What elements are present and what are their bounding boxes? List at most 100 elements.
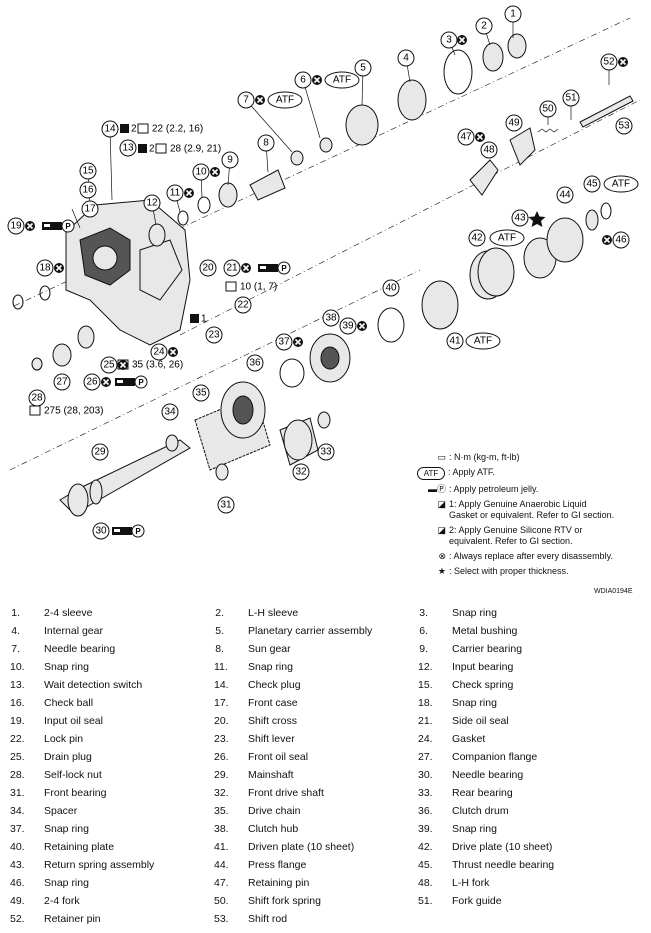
svg-text:28 (2.9, 21): 28 (2.9, 21): [170, 144, 221, 155]
sealant-1-icon: ◪: [437, 499, 446, 509]
part-name: Retaining pin: [248, 877, 310, 889]
svg-text:50: 50: [542, 104, 554, 115]
callout-40: 40: [382, 279, 400, 297]
svg-text:18: 18: [39, 263, 51, 274]
callout-33: 33: [317, 443, 335, 461]
part-name: Companion flange: [452, 751, 538, 763]
part-number: 10.: [10, 661, 25, 673]
part-number: 30.: [418, 769, 433, 781]
svg-text:1: 1: [510, 9, 516, 20]
atf-oval-45: ATF: [603, 175, 639, 193]
part-name: L-H sleeve: [248, 607, 299, 619]
svg-text:1: 1: [201, 314, 207, 325]
svg-text:38: 38: [325, 313, 337, 324]
callout-8: 8: [257, 134, 275, 152]
part-number: 28.: [10, 769, 25, 781]
legend-star: : Select with proper thickness.: [449, 566, 569, 576]
part-number: 35.: [214, 805, 229, 817]
part-number: 40.: [10, 841, 25, 853]
part-number: 25.: [10, 751, 25, 763]
svg-text:14: 14: [104, 124, 116, 135]
reference-code: WDIA0194E: [594, 588, 633, 595]
callout-31: 31: [217, 496, 235, 514]
svg-text:35 (3.6, 26): 35 (3.6, 26): [132, 360, 183, 371]
svg-text:29: 29: [94, 447, 106, 458]
svg-text:43: 43: [514, 213, 526, 224]
annotation-28: 275 (28, 203): [29, 405, 104, 417]
part-number: 4.: [11, 625, 20, 637]
svg-text:36: 36: [249, 358, 261, 369]
part-number: 52.: [10, 913, 25, 925]
part-name: Front oil seal: [248, 751, 309, 763]
torque-icon: ▭: [437, 452, 446, 462]
part-number: 45.: [418, 859, 433, 871]
atf-oval-7: ATF: [267, 91, 303, 109]
part-number: 1.: [11, 607, 20, 619]
callout-39: 39: [339, 317, 357, 335]
symbol-legend: ▭: N·m (kg-m, ft-lb) ATF: Apply ATF. ▬Ⓟ:…: [412, 452, 648, 581]
part-number: 46.: [10, 877, 25, 889]
svg-text:11: 11: [170, 188, 181, 199]
callout-29: 29: [91, 443, 109, 461]
svg-text:2: 2: [149, 144, 155, 155]
clutch-hub-part: [309, 333, 351, 383]
part-name: Press flange: [248, 859, 307, 871]
atf-oval-41: ATF: [465, 332, 501, 350]
replace-icon: ⊗: [438, 551, 446, 561]
svg-text:48: 48: [483, 145, 495, 156]
svg-text:10: 10: [195, 167, 207, 178]
part-name: Side oil seal: [452, 715, 509, 727]
clutch-drum-part: [220, 381, 266, 439]
callout-19: 19: [7, 217, 25, 235]
svg-text:17: 17: [84, 204, 96, 215]
callout-36: 36: [246, 354, 264, 372]
callout-50: 50: [539, 100, 557, 118]
part-name: Check ball: [44, 697, 94, 709]
part-name: Mainshaft: [248, 769, 294, 781]
part-number: 8.: [215, 643, 224, 655]
svg-text:12: 12: [146, 198, 158, 209]
svg-text:31: 31: [220, 500, 232, 511]
callout-22: 22: [234, 296, 252, 314]
callout-46: 46: [612, 231, 630, 249]
svg-text:22: 22: [237, 300, 249, 311]
svg-text:26: 26: [86, 377, 98, 388]
part-name: Input oil seal: [44, 715, 103, 727]
part-name: Spacer: [44, 805, 78, 817]
atf-oval-42: ATF: [489, 229, 525, 247]
part-name: Snap ring: [248, 661, 293, 673]
callout-43: 43: [511, 209, 529, 227]
part-number: 5.: [215, 625, 224, 637]
part-name: Lock pin: [44, 733, 84, 745]
callout-23: 23: [205, 326, 223, 344]
legend-sealant2: 2: Apply Genuine Silicone RTV or equival…: [449, 525, 583, 546]
svg-text:52: 52: [603, 57, 615, 68]
part-name: Snap ring: [452, 607, 497, 619]
part-number: 11.: [214, 661, 228, 673]
part-name: Fork guide: [452, 895, 502, 907]
part-name: Shift lever: [248, 733, 295, 745]
part-name: Wait detection switch: [44, 679, 143, 691]
svg-text:13: 13: [122, 143, 134, 154]
svg-text:21: 21: [226, 263, 238, 274]
select-thickness-star: [528, 211, 546, 227]
front-case: [65, 199, 191, 346]
svg-text:7: 7: [243, 95, 249, 106]
part-name: Clutch drum: [452, 805, 509, 817]
callout-13: 13: [119, 139, 137, 157]
part-name: Needle bearing: [452, 769, 524, 781]
svg-text:47: 47: [460, 132, 472, 143]
part-number: 53.: [214, 913, 229, 925]
callout-34: 34: [161, 403, 179, 421]
callout-5: 5: [354, 59, 372, 77]
svg-text:8: 8: [263, 138, 269, 149]
part-name: Retaining plate: [44, 841, 115, 853]
svg-text:6: 6: [300, 75, 306, 86]
callout-32: 32: [292, 463, 310, 481]
callout-20: 20: [199, 259, 217, 277]
part-number: 20.: [214, 715, 229, 727]
part-number: 36.: [418, 805, 433, 817]
callout-53: 53: [615, 117, 633, 135]
part-name: Clutch hub: [248, 823, 299, 835]
